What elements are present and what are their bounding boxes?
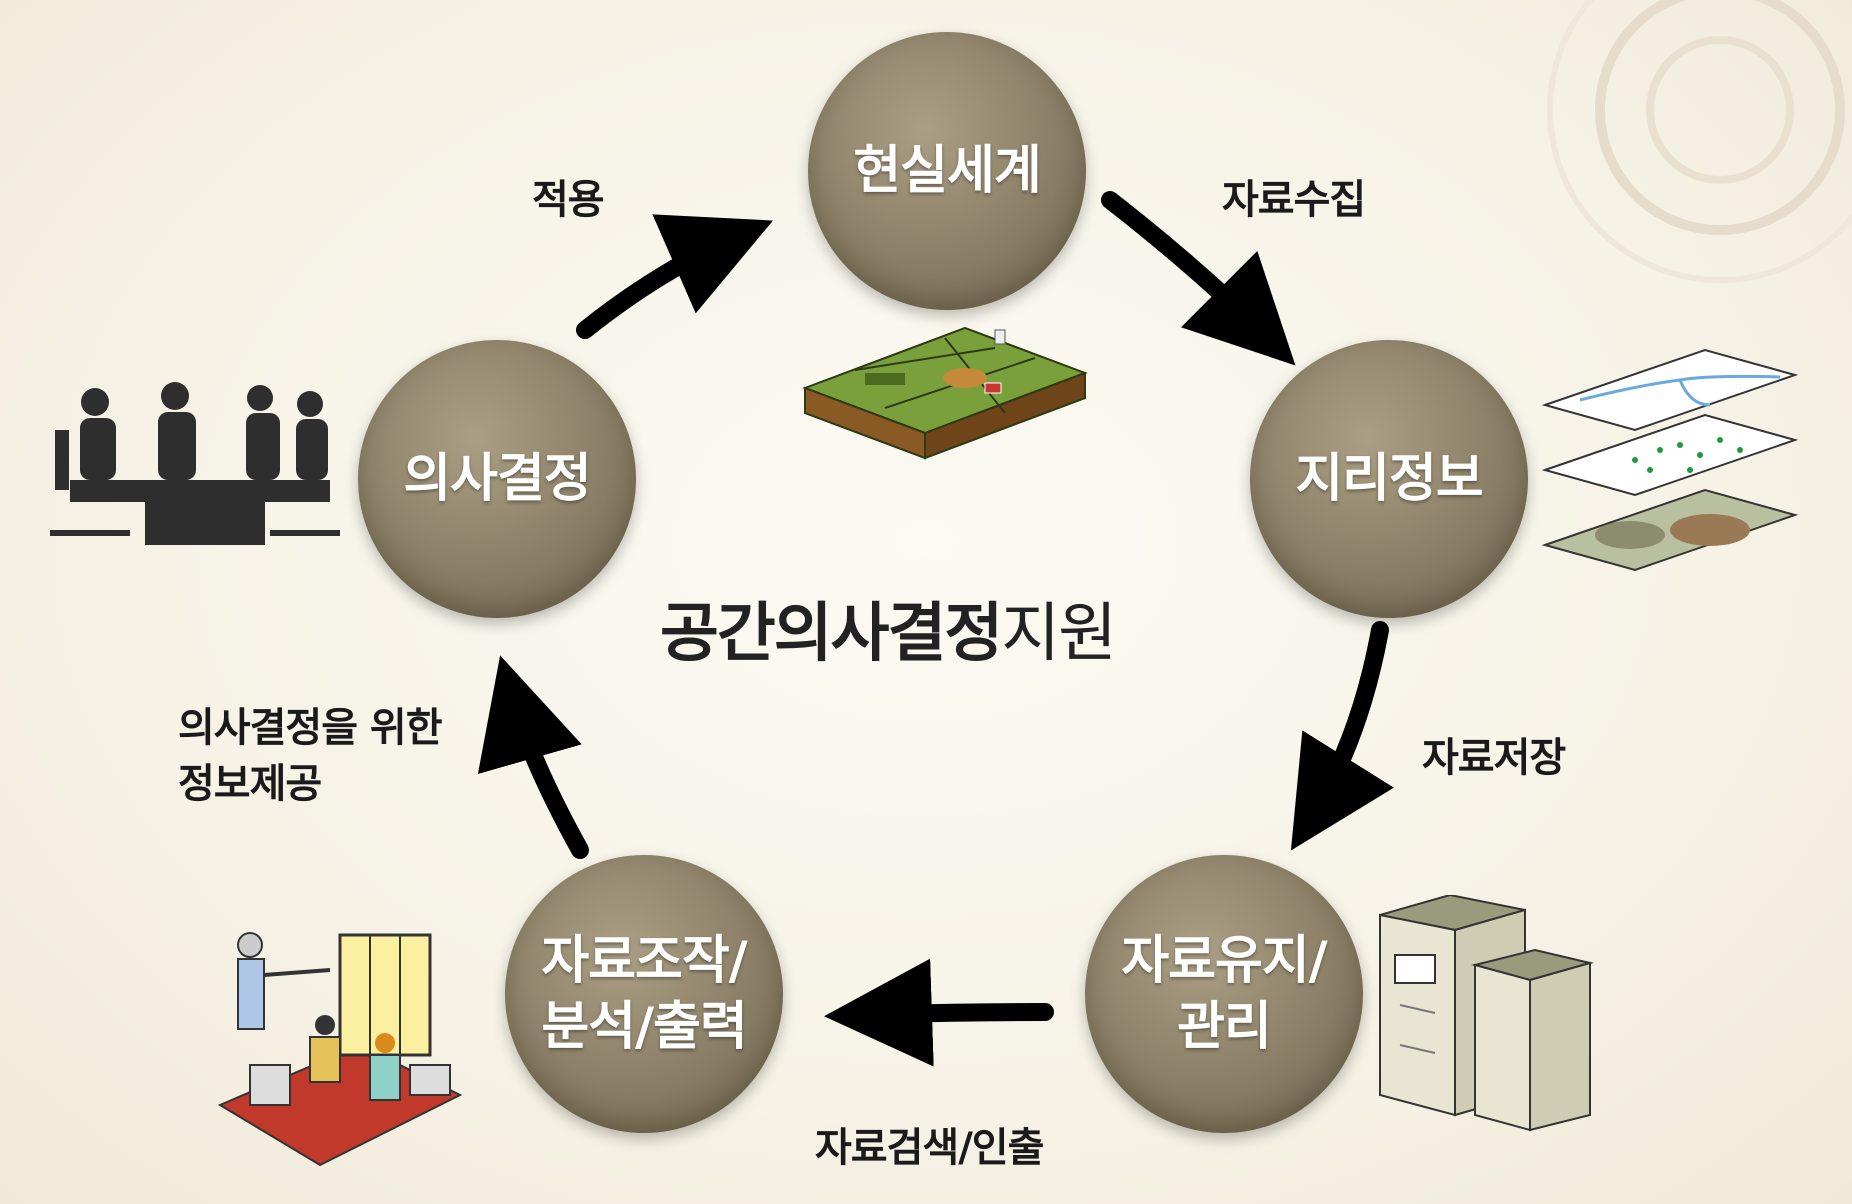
arrow-apply xyxy=(576,214,773,339)
terrain-block-icon xyxy=(802,326,1088,460)
arrow-provide xyxy=(477,655,589,859)
analysts-at-computers-icon xyxy=(217,932,463,1167)
node-data-manipulate: 자료조작/ 분석/출력 xyxy=(505,855,783,1133)
center-title-normal: 지원 xyxy=(1001,597,1117,671)
edge-label-search: 자료검색/인출 xyxy=(815,1125,1044,1171)
meeting-silhouette-icon xyxy=(50,382,340,545)
node-geo-info: 지리정보 xyxy=(1250,340,1528,618)
center-title: 공간의사결정지원 xyxy=(660,582,1117,674)
node-geo-info-label: 지리정보 xyxy=(1295,449,1483,509)
center-title-bold: 공간의사결정 xyxy=(660,597,1003,671)
server-cabinet-icon xyxy=(1379,895,1594,1132)
node-real-world: 현실세계 xyxy=(808,32,1086,310)
arrow-collect xyxy=(1101,191,1296,366)
arrow-search xyxy=(824,958,1054,1067)
edge-label-provide: 의사결정을 위한 정보제공 xyxy=(178,705,443,807)
node-data-maintain-label: 자료유지/ 관리 xyxy=(1121,931,1327,1057)
node-data-manipulate-label: 자료조작/ 분석/출력 xyxy=(541,931,747,1057)
map-layers-icon xyxy=(1541,348,1799,572)
arrow-store xyxy=(1290,621,1394,851)
sun-ornament-icon xyxy=(1547,0,1852,283)
node-real-world-label: 현실세계 xyxy=(853,141,1041,201)
node-decision-label: 의사결정 xyxy=(403,449,591,509)
edge-label-store: 자료저장 xyxy=(1422,735,1566,781)
node-decision: 의사결정 xyxy=(358,340,636,618)
edge-label-collect: 자료수집 xyxy=(1222,177,1366,223)
node-data-maintain: 자료유지/ 관리 xyxy=(1085,855,1363,1133)
edge-label-apply: 적용 xyxy=(532,177,605,223)
